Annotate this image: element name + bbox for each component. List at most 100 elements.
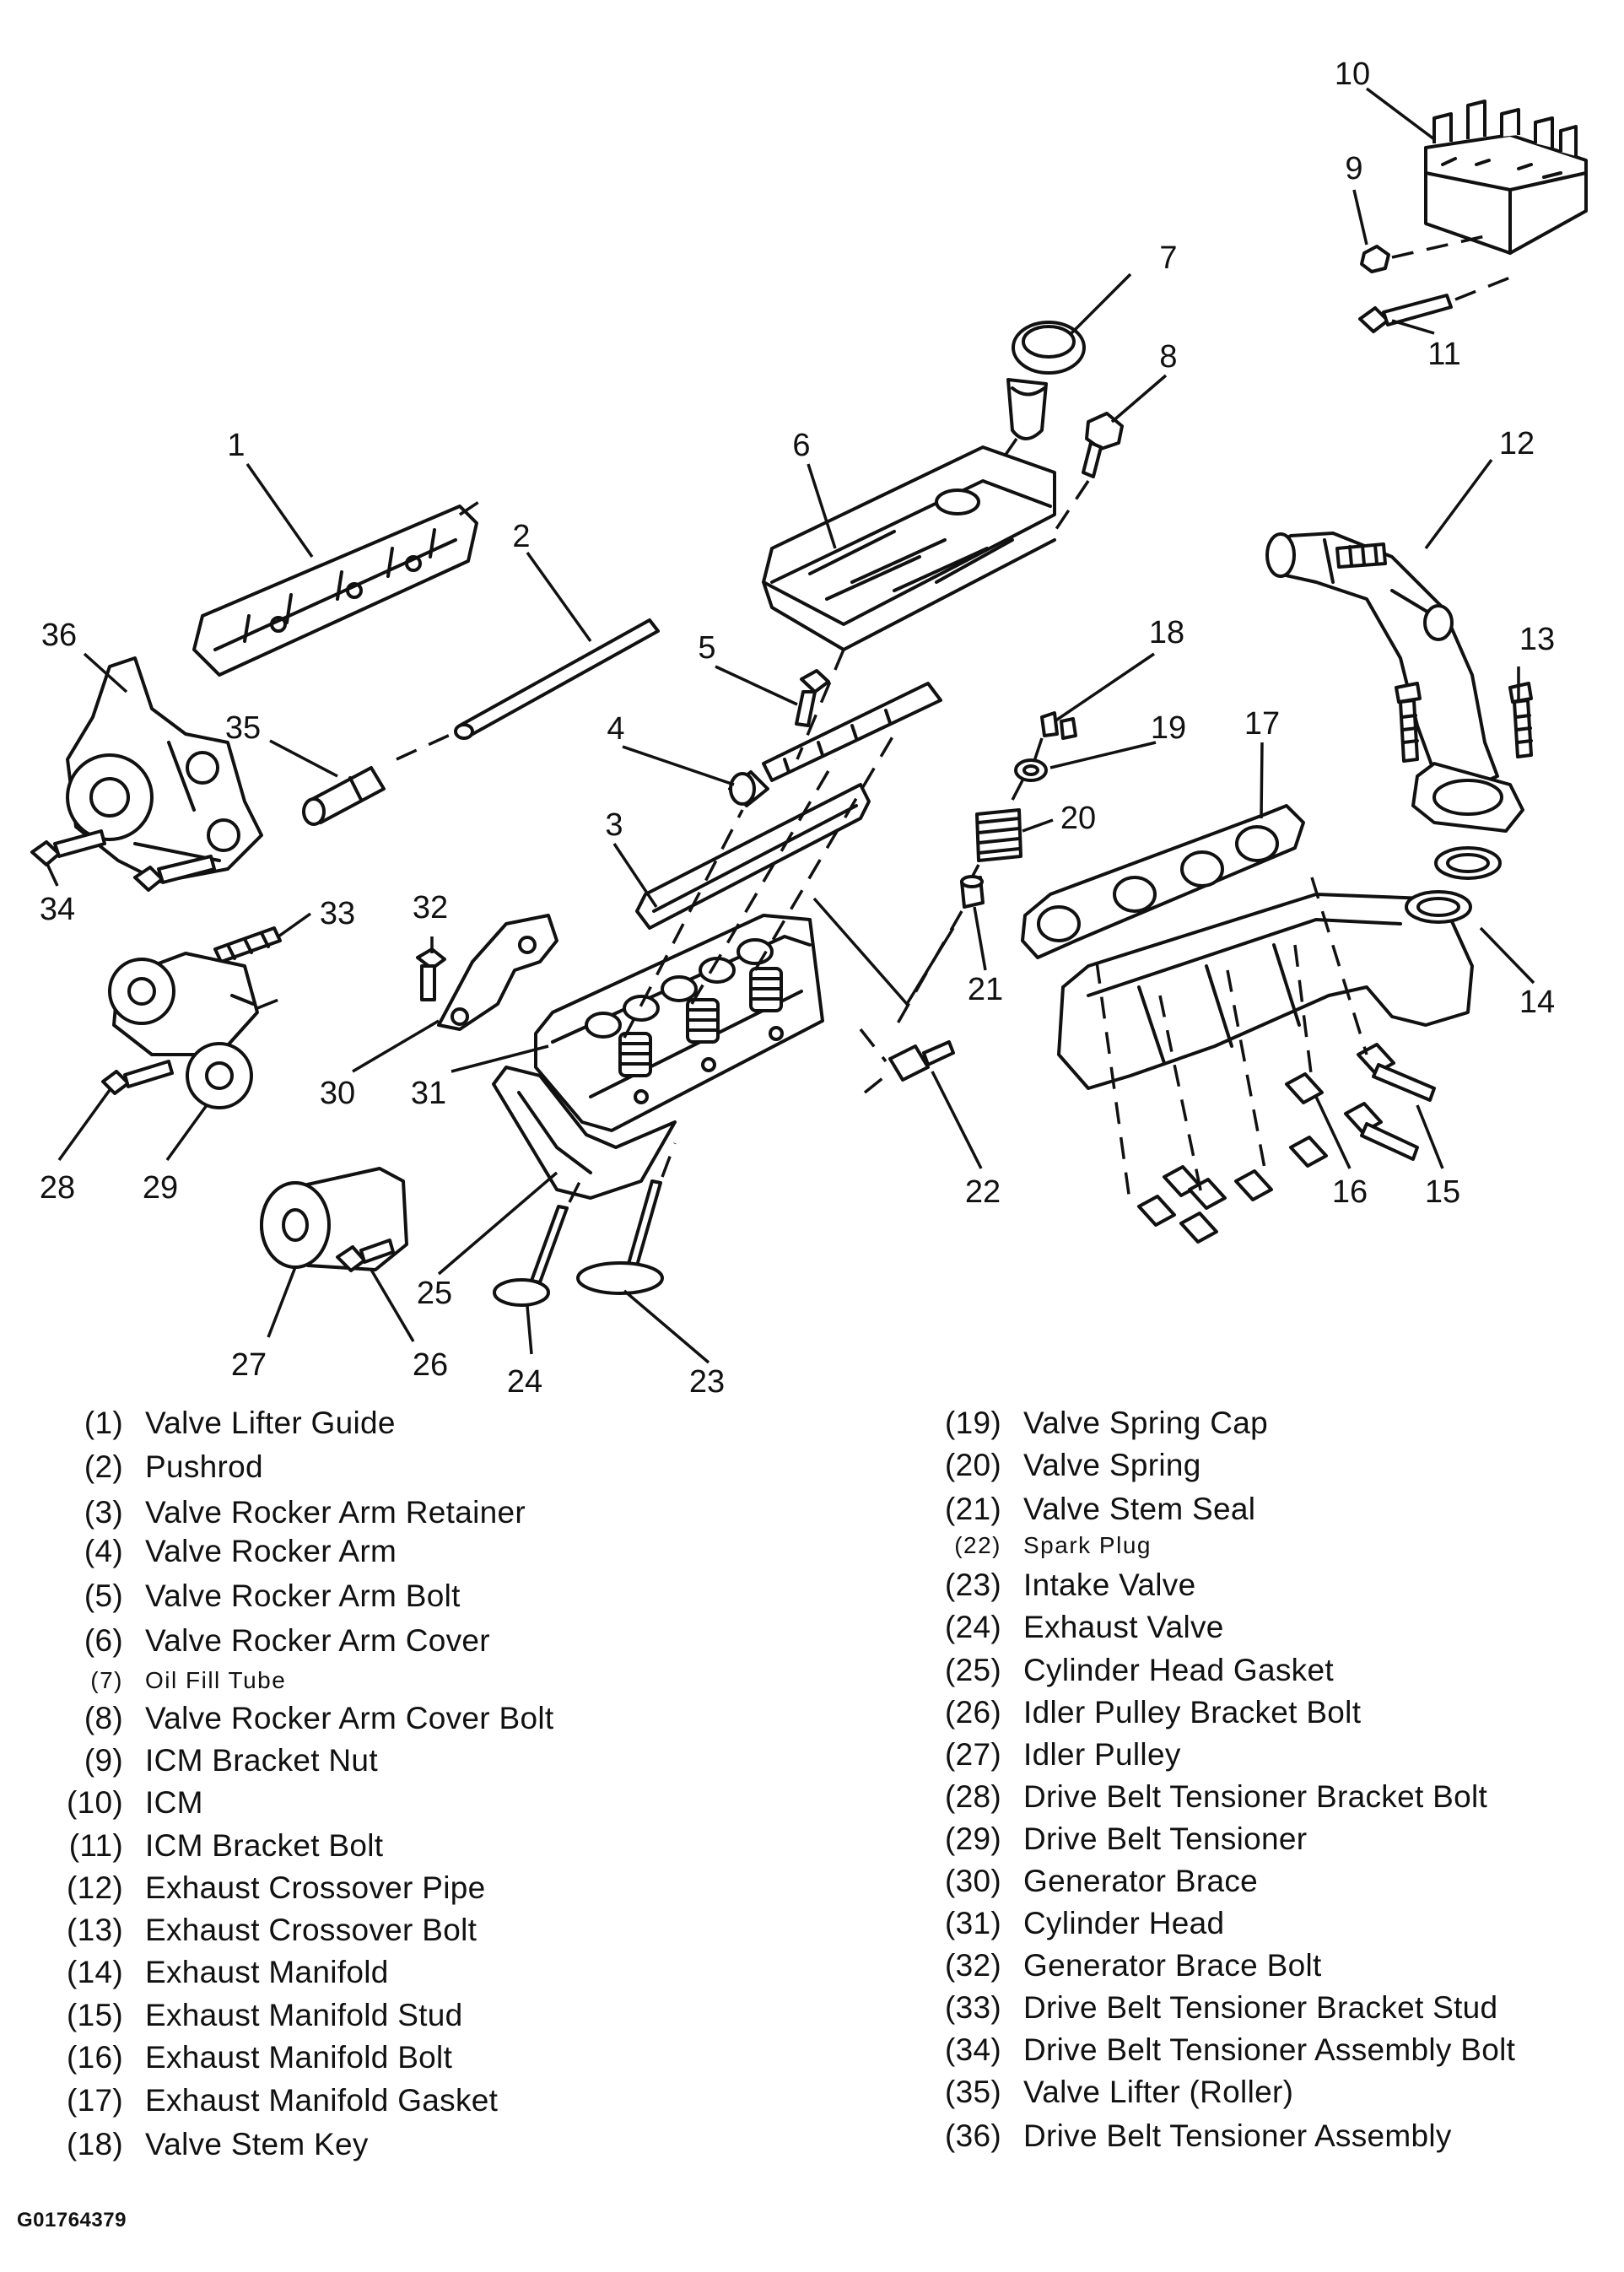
callout-6: 6: [792, 428, 810, 463]
callout-10: 10: [1335, 57, 1370, 92]
legend-num: (3): [84, 1495, 123, 1530]
legend-label: Intake Valve: [1023, 1568, 1196, 1602]
legend-label: Drive Belt Tensioner: [1023, 1821, 1308, 1856]
icm-bracket-nut-part: [1360, 235, 1486, 273]
callout-19: 19: [1151, 710, 1186, 746]
callout-5: 5: [698, 630, 715, 666]
valve-lifter-guide-part: [192, 496, 486, 677]
legend-num: (1): [84, 1406, 123, 1440]
leader-lines: [45, 87, 1535, 1364]
legend-item: (31)Cylinder Head: [945, 1905, 1225, 1942]
legend-num: (6): [84, 1623, 123, 1658]
legend-label: Valve Lifter Guide: [145, 1406, 396, 1440]
legend-label: Valve Rocker Arm Retainer: [145, 1495, 526, 1530]
legend-label: Drive Belt Tensioner Assembly: [1023, 2118, 1452, 2153]
legend-item: (16) Exhaust Manifold Bolt: [67, 2039, 453, 2076]
legend-label: Valve Lifter (Roller): [1023, 2075, 1294, 2109]
legend-num: (26): [945, 1695, 1001, 1730]
legend-item: (30)Generator Brace: [945, 1863, 1258, 1900]
rocker-arm-retainer-part: [635, 783, 871, 930]
callout-36: 36: [41, 618, 77, 653]
legend-num: (29): [945, 1821, 1001, 1856]
callout-29: 29: [143, 1170, 178, 1206]
legend-num: (17): [67, 2083, 123, 2118]
legend-label: Cylinder Head Gasket: [1023, 1653, 1334, 1687]
callout-numbers: 1 2 3 4 5 6 7 8 9 10 11 12 13 14 15 16 1…: [40, 57, 1555, 1400]
exploded-engine-diagram: 1 2 3 4 5 6 7 8 9 10 11 12 13 14 15 16 1…: [30, 57, 1588, 1400]
legend-label: Drive Belt Tensioner Bracket Stud: [1023, 1990, 1498, 2025]
callout-27: 27: [231, 1347, 267, 1383]
valve-stem-key-part: [1040, 711, 1077, 740]
legend-num: (27): [945, 1737, 1001, 1772]
legend-label: Pushrod: [145, 1449, 263, 1484]
callout-16: 16: [1332, 1174, 1368, 1210]
legend-num: (12): [67, 1870, 123, 1905]
callout-24: 24: [507, 1364, 542, 1400]
callout-15: 15: [1425, 1174, 1460, 1210]
spark-plug-part: [859, 1028, 955, 1094]
rocker-arm-part: [728, 682, 942, 807]
legend-num: (16): [67, 2040, 123, 2075]
legend-label: Valve Spring: [1023, 1448, 1201, 1482]
rocker-arm-bolt-part: [795, 669, 830, 727]
legend-item: (14)Exhaust Manifold: [67, 1954, 389, 1991]
legend-item: (10)ICM: [67, 1784, 203, 1821]
legend-item: (6) Valve Rocker Arm Cover: [84, 1622, 490, 1659]
callout-23: 23: [689, 1364, 725, 1400]
legend-label: Exhaust Valve: [1023, 1610, 1224, 1644]
legend-item: (15)Exhaust Manifold Stud: [67, 1997, 463, 2034]
legend-item: (18)Valve Stem Key: [67, 2126, 369, 2163]
legend-item: (33)Drive Belt Tensioner Bracket Stud: [945, 1989, 1498, 2026]
exhaust-crossover-pipe-part: [1265, 532, 1524, 833]
legend-num: (21): [945, 1492, 1001, 1526]
drive-belt-tensioner-assembly-part: [66, 656, 263, 883]
legend-label: Exhaust Manifold Bolt: [145, 2040, 453, 2075]
legend-item: (21) Valve Stem Seal: [945, 1491, 1256, 1528]
pushrod-part: [396, 618, 660, 761]
callout-22: 22: [965, 1174, 1001, 1210]
tensioner-assembly-bolt-part: [30, 829, 216, 892]
legend-label: Cylinder Head: [1023, 1906, 1225, 1940]
legend-item: (36) Drive Belt Tensioner Assembly: [945, 2118, 1452, 2155]
legend-label: Generator Brace Bolt: [1023, 1948, 1322, 1983]
exhaust-manifold-part: [1057, 890, 1474, 1090]
legend-num: (36): [945, 2118, 1001, 2153]
legend-num: (19): [945, 1406, 1001, 1440]
intake-valve-part: [576, 1142, 677, 1295]
legend-item: (34)Drive Belt Tensioner Assembly Bolt: [945, 2032, 1515, 2069]
legend-num: (20): [945, 1448, 1001, 1482]
legend-num: (18): [67, 2127, 123, 2161]
rocker-arm-cover-part: [762, 445, 1056, 651]
idler-pulley-bracket-bolt-part: [336, 1239, 395, 1272]
legend-item: (25) Cylinder Head Gasket: [945, 1652, 1334, 1689]
legend-num: (5): [84, 1579, 123, 1613]
legend-item: (8)Valve Rocker Arm Cover Bolt: [84, 1700, 553, 1737]
legend-num: (25): [945, 1653, 1001, 1687]
valve-spring-part: [975, 808, 1022, 862]
legend-item: (7)Oil Fill Tube: [90, 1662, 286, 1699]
legend-item: (4) Valve Rocker Arm: [84, 1533, 397, 1570]
exhaust-manifold-gasket-part: [1021, 804, 1305, 959]
callout-18: 18: [1149, 615, 1184, 650]
legend-item: (3) Valve Rocker Arm Retainer: [84, 1494, 526, 1531]
legend-item: (12)Exhaust Crossover Pipe: [67, 1870, 486, 1907]
legend-item: (17)Exhaust Manifold Gasket: [67, 2082, 498, 2119]
generator-brace-bolt-part: [416, 947, 446, 1001]
legend-item: (32)Generator Brace Bolt: [945, 1947, 1322, 1984]
legend-label: Spark Plug: [1023, 1532, 1152, 1558]
legend-num: (7): [90, 1667, 123, 1693]
legend-num: (4): [84, 1534, 123, 1568]
legend-label: Valve Rocker Arm Bolt: [145, 1579, 461, 1613]
tensioner-bracket-bolt-part: [101, 1060, 174, 1095]
legend-num: (22): [954, 1532, 1001, 1558]
legend-num: (9): [84, 1743, 123, 1778]
legend-label: Valve Stem Seal: [1023, 1492, 1256, 1526]
callout-32: 32: [413, 890, 448, 926]
legend-label: Valve Rocker Arm Cover: [145, 1623, 490, 1658]
legend-label: Valve Rocker Arm: [145, 1534, 397, 1568]
callout-25: 25: [417, 1276, 452, 1311]
legend-item: (23)Intake Valve: [945, 1567, 1196, 1604]
legend-num: (35): [945, 2075, 1001, 2109]
legend-label: ICM Bracket Bolt: [145, 1828, 384, 1863]
exhaust-valve-part: [493, 1176, 584, 1307]
